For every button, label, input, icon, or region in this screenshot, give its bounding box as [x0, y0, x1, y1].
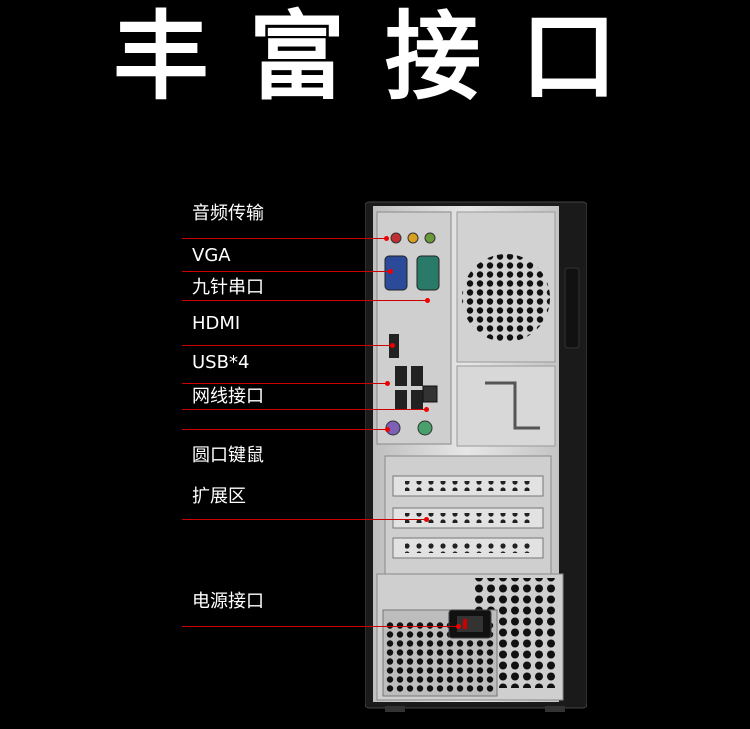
label-usb: USB*4 [192, 352, 250, 373]
label-hdmi: HDMI [192, 313, 241, 334]
label-power: 电源接口 [192, 591, 264, 612]
leader-usb-dot [385, 381, 390, 386]
leader-power [182, 626, 458, 627]
leader-power-dot [456, 624, 461, 629]
label-vga: VGA [192, 245, 231, 266]
label-expansion: 扩展区 [192, 486, 246, 507]
leader-usb [182, 383, 387, 384]
leader-hdmi [182, 345, 392, 346]
leader-audio-dot [384, 236, 389, 241]
leader-expansion-dot [424, 517, 429, 522]
leader-audio [182, 238, 387, 239]
leader-serial [182, 300, 427, 301]
leader-vga [182, 271, 390, 272]
label-ps2: 圆口键鼠 [192, 445, 264, 466]
leader-serial-dot [425, 298, 430, 303]
pc-tower-rear-image [365, 201, 587, 712]
label-lan: 网线接口 [192, 386, 264, 407]
label-audio: 音频传输 [192, 203, 264, 224]
leader-lan [182, 409, 426, 410]
leader-lan-dot [424, 407, 429, 412]
page-title: 丰富接口 [113, 1, 657, 113]
leader-hdmi-dot [390, 343, 395, 348]
label-serial: 九针串口 [192, 277, 264, 298]
leader-expansion [182, 519, 426, 520]
leader-ps2 [182, 429, 387, 430]
leader-vga-dot [388, 269, 393, 274]
leader-ps2-dot [385, 427, 390, 432]
